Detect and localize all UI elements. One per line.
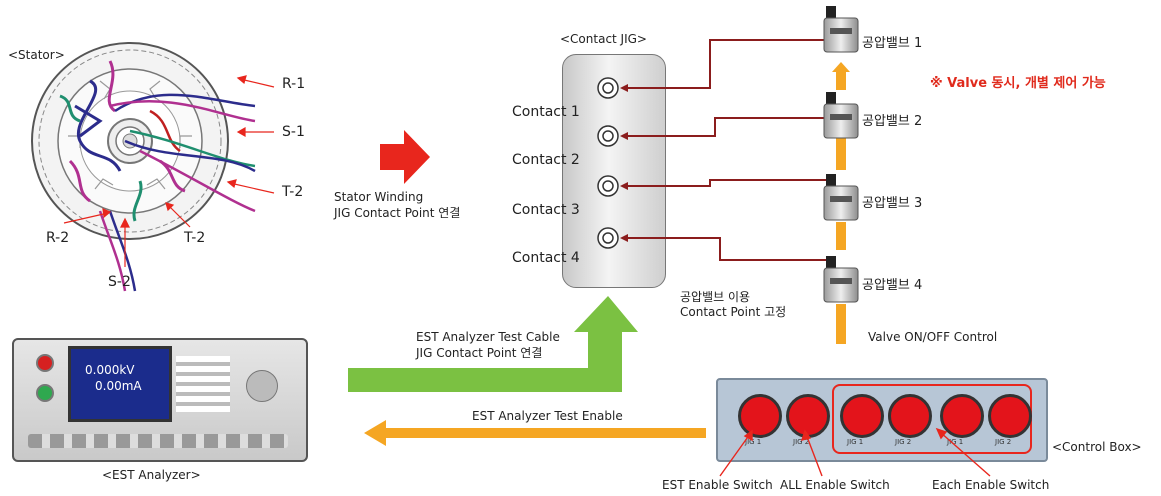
each-switch-1-jig2[interactable] <box>888 394 932 438</box>
analyzer-nav-pad[interactable] <box>246 370 278 402</box>
analyzer-kv-readout: 0.000kV <box>85 363 135 377</box>
valve-stack <box>823 6 859 344</box>
stator-title: <Stator> <box>8 48 65 62</box>
jig-wiring <box>597 39 830 261</box>
est-enable-switch[interactable] <box>738 394 782 438</box>
contact-4-label: Contact 4 <box>512 250 580 266</box>
orange-left-arrow <box>364 420 706 446</box>
red-right-arrow <box>380 130 430 184</box>
enable-label: EST Analyzer Test Enable <box>472 409 623 423</box>
analyzer-keypad[interactable] <box>176 356 230 412</box>
all-enable-switch-label: ALL Enable Switch <box>780 478 890 492</box>
switch-label-6: JIG 2 <box>995 438 1012 446</box>
switch-label-3: JIG 1 <box>847 438 864 446</box>
stator-illustration <box>31 42 275 292</box>
analyzer-red-button[interactable] <box>36 354 54 372</box>
jig-title: <Contact JIG> <box>560 32 647 46</box>
valve-4 <box>823 256 859 303</box>
est-analyzer-device: 0.000kV 0.00mA <box>12 338 308 462</box>
contact-point-3 <box>597 175 619 197</box>
switch-label-5: JIG 1 <box>947 438 964 446</box>
analyzer-ma-readout: 0.00mA <box>95 379 142 393</box>
valve-2-label: 공압밸브 2 <box>862 114 923 129</box>
switch-label-4: JIG 2 <box>895 438 912 446</box>
green-elbow-arrow <box>348 296 638 392</box>
contact-2-label: Contact 2 <box>512 152 580 168</box>
contact-point-1 <box>597 77 619 99</box>
step1-line1: Stator Winding <box>334 190 424 204</box>
stator-label-r2: R-2 <box>46 230 70 246</box>
valve-1 <box>823 6 859 53</box>
each-switch-2-jig2[interactable] <box>988 394 1032 438</box>
analyzer-display: 0.000kV 0.00mA <box>68 346 172 422</box>
analyzer-connectors <box>28 434 288 448</box>
contact-point-4 <box>597 227 619 249</box>
valve-3-label: 공압밸브 3 <box>862 196 923 211</box>
each-enable-switch-label: Each Enable Switch <box>932 478 1050 492</box>
analyzer-green-button[interactable] <box>36 384 54 402</box>
stator-label-s1: S-1 <box>282 124 305 140</box>
analyzer-title: <EST Analyzer> <box>102 468 201 482</box>
valve-2 <box>823 92 859 139</box>
switch-pointer-arrows <box>719 427 991 477</box>
contact-1-label: Contact 1 <box>512 104 580 120</box>
valve-1-label: 공압밸브 1 <box>862 36 923 51</box>
stator-label-t2-right: T-2 <box>282 184 304 200</box>
switch-label-2: JIG 2 <box>793 438 810 446</box>
switch-label-1: JIG 1 <box>745 438 762 446</box>
control-box-title: <Control Box> <box>1052 440 1142 454</box>
each-switch-2-jig1[interactable] <box>940 394 984 438</box>
valve-onoff-label: Valve ON/OFF Control <box>868 330 998 344</box>
valve-fix-line2: Contact Point 고정 <box>680 305 787 319</box>
cable-line2: JIG Contact Point 연결 <box>416 346 543 360</box>
step1-line2: JIG Contact Point 연결 <box>334 206 461 220</box>
valve-4-label: 공압밸브 4 <box>862 278 923 293</box>
each-switch-1-jig1[interactable] <box>840 394 884 438</box>
contact-point-2 <box>597 125 619 147</box>
stator-label-s2: S-2 <box>108 274 131 290</box>
valve-fix-line1: 공압밸브 이용 <box>680 290 751 304</box>
contact-3-label: Contact 3 <box>512 202 580 218</box>
stator-label-t2-bottom: T-2 <box>184 230 206 246</box>
valve-3 <box>823 174 859 221</box>
valve-control-note: ※ Valve 동시, 개별 제어 가능 <box>930 76 1106 91</box>
cable-line1: EST Analyzer Test Cable <box>416 330 560 344</box>
est-enable-switch-label: EST Enable Switch <box>662 478 773 492</box>
stator-label-r1: R-1 <box>282 76 306 92</box>
